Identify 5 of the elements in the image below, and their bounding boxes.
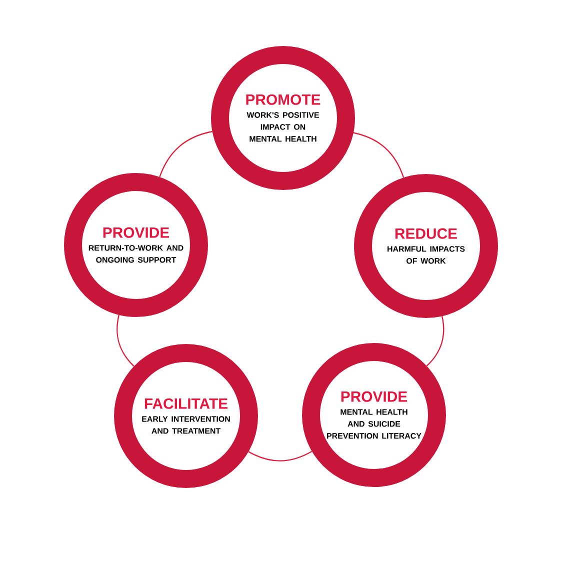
connector-line	[159, 130, 212, 178]
connector-line	[353, 132, 404, 178]
connector-line	[116, 314, 134, 367]
connector-line	[248, 450, 312, 462]
connector-line	[426, 316, 444, 366]
